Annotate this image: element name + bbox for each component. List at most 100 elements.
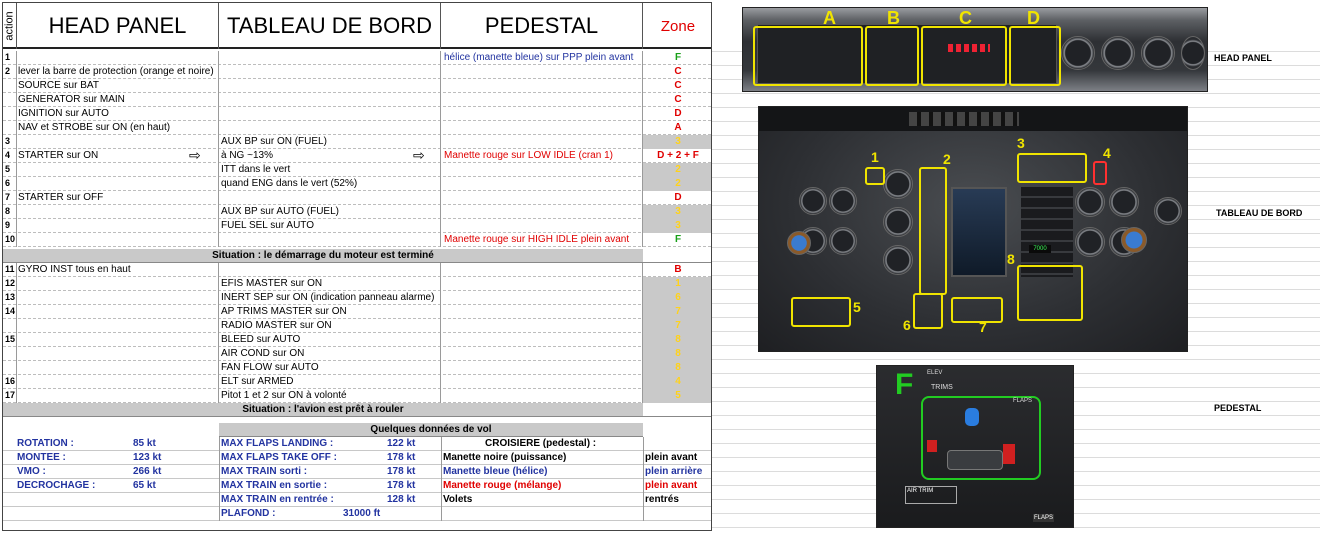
row-head-panel: STARTER sur OFF <box>17 191 219 205</box>
ped-power-lever[interactable] <box>947 450 1003 470</box>
row-number: 13 <box>3 291 17 305</box>
vol-middle-value: 31000 ft <box>343 508 381 519</box>
row-zone: F <box>674 234 682 245</box>
row-pedestal <box>441 375 643 389</box>
tab-zone-4-label: 4 <box>1103 145 1111 161</box>
row-tableau <box>219 93 441 107</box>
row-tableau: ELT sur ARMED <box>219 375 441 389</box>
row-pedestal <box>441 177 643 191</box>
column-divider <box>441 437 442 521</box>
row-pedestal <box>441 121 643 135</box>
zone-b-box <box>865 26 919 86</box>
row-zone: 6 <box>643 291 711 305</box>
row-number: 14 <box>3 305 17 319</box>
row-zone: C <box>674 66 682 77</box>
row-number: 11 <box>3 263 17 277</box>
arrow-right-icon: ⇨ <box>189 147 201 163</box>
tab-attitude-left <box>787 231 811 255</box>
vol-middle-label: MAX TRAIN en rentrée : <box>221 494 334 505</box>
vol-middle-value: 128 kt <box>387 494 416 505</box>
vol-left-label: DECROCHAGE : <box>17 480 96 491</box>
row-pedestal <box>441 389 643 403</box>
row-zone: A <box>674 122 682 133</box>
tab-center-screen <box>951 187 1007 277</box>
row-number <box>3 121 17 135</box>
vol-middle-label: MAX FLAPS LANDING : <box>221 438 334 449</box>
row-pedestal <box>441 79 643 93</box>
row-zone: D + 2 + F <box>657 150 699 161</box>
croisiere-value: plein avant <box>645 480 698 491</box>
row-number: 6 <box>3 177 17 191</box>
row-zone: D <box>674 192 682 203</box>
row-tableau <box>219 79 441 93</box>
row-number: 12 <box>3 277 17 291</box>
row-pedestal <box>441 333 643 347</box>
row-pedestal <box>441 65 643 79</box>
zone-b-label: B <box>887 8 900 28</box>
row-number <box>3 107 17 121</box>
row-pedestal <box>441 305 643 319</box>
tab-gauge-6 <box>883 207 913 237</box>
row-number: 5 <box>3 163 17 177</box>
head-gauge-3 <box>1141 36 1175 70</box>
tab-zone-3-box <box>1017 153 1087 183</box>
vol-middle-label: PLAFOND : <box>221 508 276 519</box>
row-zone: B <box>674 264 682 275</box>
ped-red-lever[interactable] <box>927 440 937 452</box>
situation-2-zone <box>643 403 711 417</box>
croisiere-label: Manette bleue (hélice) <box>443 466 548 477</box>
tab-zone-7-label: 7 <box>979 319 987 335</box>
tab-gauge-2 <box>829 187 857 215</box>
row-head-panel: lever la barre de protection (orange et … <box>17 65 219 79</box>
vol-middle-value: 178 kt <box>387 452 416 463</box>
row-head-panel <box>17 375 219 389</box>
row-tableau <box>219 65 441 79</box>
croisiere-value: plein avant <box>645 452 698 463</box>
row-head-panel: STARTER sur ON <box>17 149 219 163</box>
row-tableau: AIR COND sur ON <box>219 347 441 361</box>
table-row: 10 Manette rouge sur HIGH IDLE plein avan… <box>3 233 711 247</box>
row-pedestal <box>441 93 643 107</box>
tab-zone-4-box <box>1093 161 1107 185</box>
row-pedestal <box>441 291 643 305</box>
situation-1: Situation : le démarrage du moteur est t… <box>3 249 643 263</box>
tab-zone-2-label: 2 <box>943 151 951 167</box>
row-head-panel <box>17 135 219 149</box>
row-tableau: AUX BP sur ON (FUEL) <box>219 135 441 149</box>
row-number: 2 <box>3 65 17 79</box>
situation-2: Situation : l'avion est prêt à rouler <box>3 403 643 417</box>
row-number: 4 <box>3 149 17 163</box>
row-number: 10 <box>3 233 17 247</box>
row-number <box>3 79 17 93</box>
row-tableau: quand ENG dans le vert (52%) <box>219 177 441 191</box>
row-number: 3 <box>3 135 17 149</box>
column-divider <box>643 437 644 521</box>
row-head-panel <box>17 205 219 219</box>
row-zone: 3 <box>643 205 711 219</box>
ped-red-lever-2[interactable] <box>1003 444 1015 464</box>
row-head-panel <box>17 277 219 291</box>
row-head-panel <box>17 291 219 305</box>
ped-blue-lever[interactable] <box>965 408 979 426</box>
zone-a-box <box>753 26 863 86</box>
row-number: 15 <box>3 333 17 347</box>
vol-middle-label: MAX TRAIN en sortie : <box>221 480 328 491</box>
row-number: 16 <box>3 375 17 389</box>
row-tableau <box>219 121 441 135</box>
croisiere-value: rentrés <box>645 494 679 505</box>
ped-elev-label: ELEV <box>927 370 943 376</box>
row-pedestal: Manette rouge sur HIGH IDLE plein avant <box>441 233 643 247</box>
row-head-panel <box>17 389 219 403</box>
